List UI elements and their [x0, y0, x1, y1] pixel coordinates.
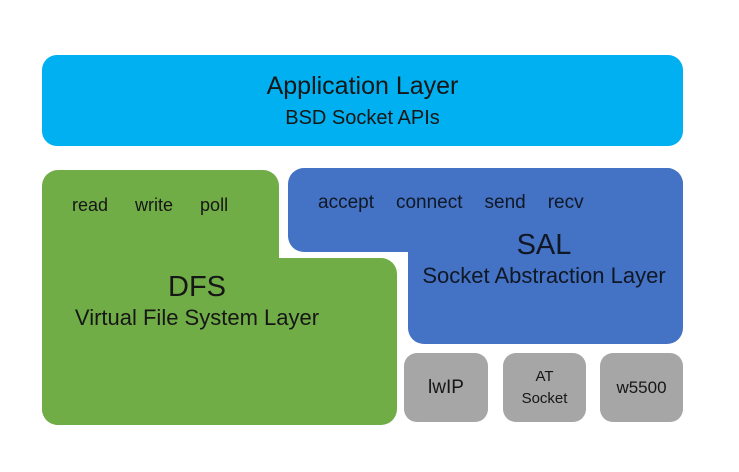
sal-api-recv: recv	[547, 192, 584, 213]
backend-at-label-line2: Socket	[521, 389, 568, 407]
backend-at-socket-box: AT Socket	[503, 353, 586, 422]
dfs-api-read: read	[72, 195, 109, 215]
sal-acronym: SAL	[516, 229, 572, 261]
dfs-box-lower	[42, 258, 397, 425]
sal-label: SAL Socket Abstraction Layer	[405, 229, 683, 290]
sal-full-name: Socket Abstraction Layer	[422, 263, 666, 289]
dfs-full-name: Virtual File System Layer	[74, 305, 320, 331]
dfs-api-poll: poll	[200, 195, 229, 215]
sal-box-main	[408, 168, 683, 344]
sal-api-connect: connect	[395, 192, 463, 213]
sal-api-send: send	[484, 192, 526, 213]
backend-w5500-label: w5500	[616, 377, 667, 397]
application-layer-box: Application Layer BSD Socket APIs	[42, 55, 683, 146]
backend-at-label-line1: AT	[535, 367, 554, 385]
sal-api-row: accept connect send recv	[318, 192, 584, 214]
dfs-acronym: DFS	[168, 271, 226, 303]
backend-w5500-box: w5500	[600, 353, 683, 422]
backend-lwip-box: lwIP	[404, 353, 488, 422]
application-layer-title: Application Layer	[266, 71, 459, 100]
dfs-api-write: write	[135, 195, 174, 215]
bsd-socket-apis-label: BSD Socket APIs	[285, 106, 440, 129]
dfs-api-row: read write poll	[72, 195, 228, 216]
dfs-label: DFS Virtual File System Layer	[42, 271, 352, 332]
sal-api-accept: accept	[318, 192, 374, 213]
backend-lwip-label: lwIP	[428, 376, 464, 398]
